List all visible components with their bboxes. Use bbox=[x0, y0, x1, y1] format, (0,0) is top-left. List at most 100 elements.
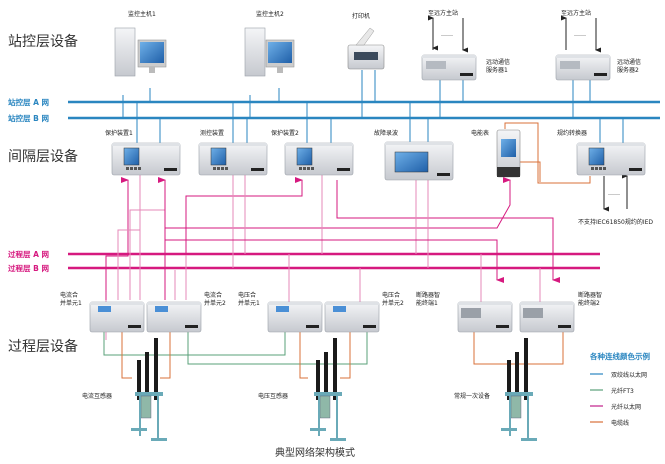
meter-base bbox=[497, 167, 520, 177]
key-icon bbox=[130, 167, 133, 170]
voltage-transformer-icon bbox=[310, 338, 346, 441]
meter-screen bbox=[501, 139, 516, 157]
voltage-merging-unit-2 bbox=[324, 301, 380, 333]
leg bbox=[509, 396, 511, 436]
key-icon bbox=[603, 167, 606, 170]
label-breaker2-l1: 断路器智 bbox=[578, 291, 602, 299]
label-cmu1-l2: 并单元1 bbox=[60, 299, 82, 307]
current-merging-unit-2 bbox=[146, 301, 202, 333]
telecontrol-server-2-slot bbox=[594, 73, 607, 76]
key-icon bbox=[599, 167, 602, 170]
energy-meter bbox=[496, 129, 521, 178]
insulator bbox=[316, 360, 320, 400]
protection-device-1-slot bbox=[164, 168, 177, 171]
label-vmu2-l2: 并单元2 bbox=[382, 299, 404, 307]
protocol-converter-top bbox=[577, 143, 645, 146]
grid-icon bbox=[523, 308, 543, 318]
insulator bbox=[524, 338, 528, 400]
leg bbox=[527, 396, 529, 440]
cabinet bbox=[319, 395, 331, 419]
legend-label-fiber-ethernet: 光纤以太网 bbox=[611, 403, 641, 411]
current-merging-unit-1-slot bbox=[128, 325, 141, 328]
label-protocol-converter: 规约转换器 bbox=[557, 129, 587, 137]
label-cmu2-l1: 电流合 bbox=[204, 291, 222, 299]
breaker-terminal-1-slot bbox=[496, 325, 509, 328]
label-vmu2-l1: 电压合 bbox=[382, 291, 400, 299]
fiber-link bbox=[129, 209, 165, 300]
label-cmu1-l1: 电流合 bbox=[60, 291, 78, 299]
insulator bbox=[154, 338, 158, 400]
foot bbox=[310, 428, 326, 431]
label-remote1: 至远方主站 bbox=[428, 9, 458, 17]
fiber-link bbox=[185, 177, 303, 254]
protocol-converter-slot bbox=[629, 168, 642, 171]
legend-label-cable: 电缆线 bbox=[611, 419, 629, 427]
primary-equipment-icon bbox=[501, 338, 537, 441]
label-server1-l2: 服务器1 bbox=[486, 66, 508, 74]
printer-paper bbox=[355, 27, 375, 46]
label-breaker1-l2: 能终端1 bbox=[416, 299, 438, 307]
cable-link bbox=[299, 332, 308, 379]
insulator bbox=[137, 360, 141, 400]
cabinet bbox=[140, 395, 152, 419]
net-label-station-b: 站控层 B 网 bbox=[8, 113, 49, 123]
label-host2: 监控主机2 bbox=[256, 10, 284, 18]
key-icon bbox=[134, 167, 137, 170]
label-measure-control: 测控装置 bbox=[200, 129, 224, 137]
measure-control-device-top bbox=[199, 143, 267, 146]
fiber-link bbox=[165, 239, 504, 283]
label-host1: 监控主机1 bbox=[128, 10, 156, 18]
fiber-link bbox=[105, 177, 129, 300]
leg bbox=[157, 396, 159, 440]
foot bbox=[521, 438, 537, 441]
voltage-merging-unit-2-top bbox=[325, 302, 379, 305]
key-icon bbox=[591, 167, 594, 170]
key-icon bbox=[126, 167, 129, 170]
telecontrol-server-1-slot bbox=[460, 73, 473, 76]
telecontrol-server-2-top bbox=[556, 55, 610, 58]
label-protection1: 保护装置1 bbox=[105, 129, 133, 137]
connection-lines bbox=[68, 15, 660, 390]
key-icon bbox=[213, 167, 216, 170]
protection-device-2 bbox=[284, 142, 354, 176]
legend-label-fiber-ft3: 光纤FT3 bbox=[611, 387, 634, 395]
cable-link bbox=[340, 332, 351, 379]
diagram-caption: 典型网络架构模式 bbox=[275, 446, 355, 459]
key-icon bbox=[221, 167, 224, 170]
computer-tower-icon bbox=[114, 27, 136, 77]
monitor-screen bbox=[140, 42, 164, 63]
fault-recorder-top bbox=[385, 142, 453, 145]
breaker-terminal-2 bbox=[519, 301, 575, 333]
telecontrol-server-2 bbox=[555, 54, 611, 81]
legend-title: 各种连线颜色示例 bbox=[589, 351, 650, 361]
cabinet bbox=[510, 395, 522, 419]
frame bbox=[505, 392, 533, 396]
grid-icon bbox=[461, 308, 481, 318]
voltage-merging-unit-2-slot bbox=[363, 325, 376, 328]
label-current-transformer: 电流互感器 bbox=[82, 392, 112, 400]
breaker-terminal-1 bbox=[457, 301, 513, 333]
voltage-merging-unit-1 bbox=[267, 301, 323, 333]
insulator bbox=[324, 352, 328, 400]
voltage-merging-unit-1-top bbox=[268, 302, 322, 305]
measure-control-device-slot bbox=[251, 168, 264, 171]
key-icon bbox=[225, 167, 228, 170]
cable-link bbox=[121, 332, 132, 379]
net-label-process-b: 过程层 B 网 bbox=[8, 263, 49, 273]
label-server2-l1: 远动通信 bbox=[617, 58, 641, 66]
fiber-link bbox=[117, 229, 140, 300]
fiber-link bbox=[336, 180, 560, 283]
label-primary-equipment: 常规一次设备 bbox=[454, 392, 490, 400]
label-energy-meter: 电能表 bbox=[471, 129, 489, 137]
screen-icon bbox=[296, 147, 313, 166]
label-voltage-transformer: 电压互感器 bbox=[258, 392, 288, 400]
screen-icon bbox=[394, 151, 429, 173]
label-breaker2-l2: 能终端2 bbox=[578, 299, 600, 307]
monitor-stand bbox=[149, 67, 155, 73]
label-fault-recorder: 故障录波 bbox=[374, 129, 398, 137]
screen-icon bbox=[123, 147, 140, 166]
breaker-terminal-2-slot bbox=[558, 325, 571, 328]
dots-remote2: …… bbox=[574, 31, 586, 38]
insulator bbox=[515, 352, 519, 400]
